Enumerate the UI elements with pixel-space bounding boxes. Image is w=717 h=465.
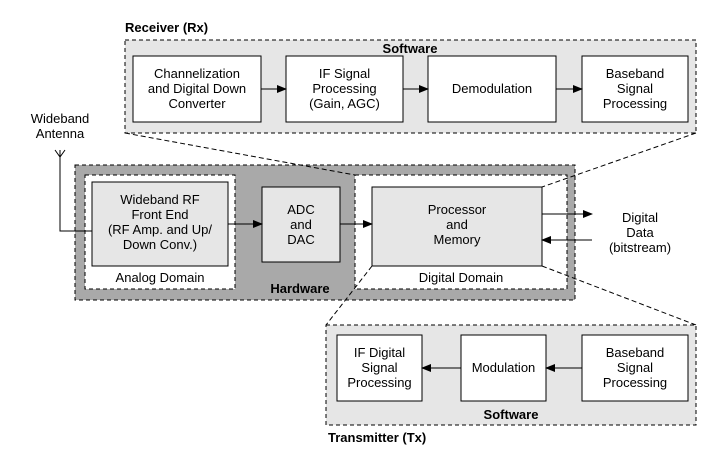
- tx-block-modulation: [460, 334, 547, 402]
- rx-block-channelization-label: Channelization and Digital Down Converte…: [147, 66, 247, 111]
- tx-callout-right: [541, 265, 697, 326]
- rx-block-baseband-label: Baseband Signal Processing: [602, 66, 668, 111]
- rx-block-baseband: [581, 55, 689, 123]
- rx-callout-right: [541, 132, 697, 188]
- analog-domain-label: Analog Domain: [115, 270, 205, 285]
- processor-memory-block: [371, 186, 543, 267]
- rx-block-channelization: [132, 55, 262, 123]
- tx-block-if-digital-label: IF Digital Signal Processing: [347, 345, 412, 390]
- transmitter-title: Transmitter (Tx): [328, 430, 427, 445]
- rx-block-demodulation: [427, 55, 557, 123]
- tx-block-baseband-label: Baseband Signal Processing: [602, 345, 668, 390]
- tx-block-if-digital: [336, 334, 423, 402]
- digital-domain-label: Digital Domain: [418, 270, 504, 285]
- hardware-label: Hardware: [270, 281, 330, 296]
- tx-callout-left: [325, 265, 373, 326]
- processor-memory-label: Processor and Memory: [427, 202, 487, 247]
- rx-block-demodulation-label: Demodulation: [451, 81, 533, 96]
- rx-software-label: Software: [382, 41, 438, 56]
- adc-dac-label: ADC and DAC: [287, 202, 315, 247]
- adc-dac-block: [261, 186, 341, 263]
- digital-data-label: Digital Data (bitstream): [608, 210, 672, 255]
- rf-front-end-block: [91, 181, 229, 267]
- tx-block-modulation-label: Modulation: [471, 360, 536, 375]
- tx-block-baseband: [581, 334, 689, 402]
- receiver-title: Receiver (Rx): [125, 20, 209, 35]
- antenna-symbol-icon: [54, 149, 92, 232]
- antenna-label: Wideband Antenna: [30, 111, 90, 141]
- rx-block-if-processing-label: IF Signal Processing (Gain, AGC): [309, 66, 380, 111]
- rf-front-end-label: Wideband RF Front End (RF Amp. and Up/ D…: [107, 192, 213, 252]
- tx-software-label: Software: [483, 407, 539, 422]
- rx-callout-left: [124, 132, 356, 176]
